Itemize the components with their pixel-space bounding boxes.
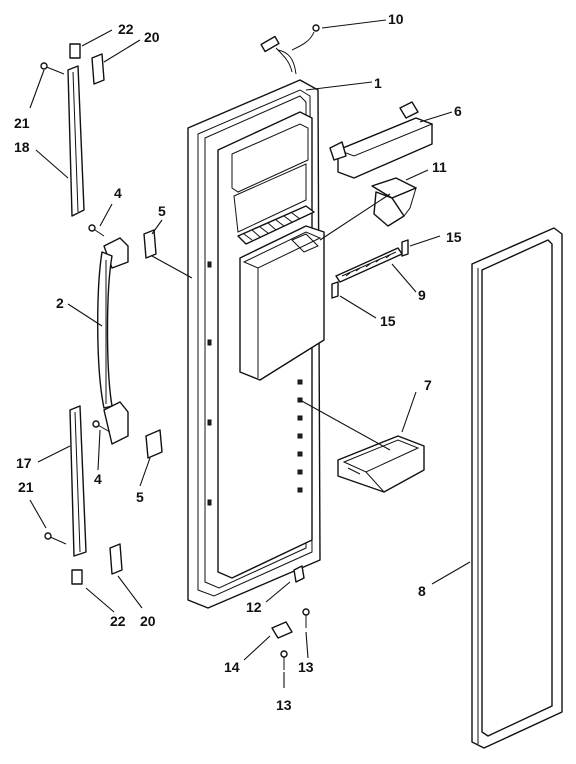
callout-8: 8 xyxy=(418,583,426,599)
callout-20-lower: 20 xyxy=(140,613,156,629)
screw-lower xyxy=(44,532,67,545)
callout-10: 10 xyxy=(388,11,404,27)
hinge-screw-bottom xyxy=(280,650,288,670)
door-handle xyxy=(97,237,129,445)
end-cap-lower xyxy=(109,543,123,575)
callout-labels: 10 1 6 11 15 9 15 7 8 22 20 21 18 4 5 2 … xyxy=(14,11,462,713)
callout-4-upper: 4 xyxy=(114,185,122,201)
callout-7: 7 xyxy=(424,377,432,393)
leader-lines xyxy=(29,19,471,688)
handle-screw-lower xyxy=(92,420,111,433)
callout-13-right: 13 xyxy=(298,659,314,675)
callout-17: 17 xyxy=(16,455,32,471)
callout-22-lower: 22 xyxy=(110,613,126,629)
hinge-pin xyxy=(293,565,305,583)
handle-trim-lower xyxy=(69,405,87,557)
callout-4-lower: 4 xyxy=(94,471,102,487)
rail-bracket-upper xyxy=(401,239,409,257)
callout-12: 12 xyxy=(246,599,262,615)
callout-20-upper: 20 xyxy=(144,29,160,45)
bin-mounting-holes xyxy=(297,379,303,493)
rail-bracket-lower xyxy=(331,281,339,299)
hinge-screw-right xyxy=(302,608,310,628)
callout-22-upper: 22 xyxy=(118,21,134,37)
end-cap-upper xyxy=(91,53,105,85)
door-bin xyxy=(337,435,425,493)
callout-9: 9 xyxy=(418,287,426,303)
handle-cover-lower xyxy=(145,429,163,459)
callout-11: 11 xyxy=(432,159,447,175)
wire-harness xyxy=(260,24,320,75)
callout-18: 18 xyxy=(14,139,30,155)
dispenser-grille xyxy=(237,205,315,245)
callout-5-upper: 5 xyxy=(158,203,166,219)
handle-cover-upper xyxy=(143,229,157,259)
callout-5-lower: 5 xyxy=(136,489,144,505)
clip-upper xyxy=(69,43,81,59)
screw-upper xyxy=(40,62,65,75)
door-assembly xyxy=(187,79,325,609)
clip-lower xyxy=(71,569,83,585)
callout-13-bottom: 13 xyxy=(276,697,292,713)
callout-21-upper: 21 xyxy=(14,115,30,131)
callout-6: 6 xyxy=(454,103,462,119)
callout-2: 2 xyxy=(56,295,64,311)
door-gasket xyxy=(471,227,563,749)
shelf-rail xyxy=(335,247,403,283)
handle-trim-upper xyxy=(67,65,85,217)
handle-screw-upper xyxy=(88,224,105,237)
callout-1: 1 xyxy=(374,75,382,91)
hinge-bracket xyxy=(271,621,293,639)
dispenser-housing xyxy=(239,225,325,381)
callout-14: 14 xyxy=(224,659,240,675)
ice-chute xyxy=(371,177,417,227)
door-shelf xyxy=(329,101,434,179)
callout-15-upper: 15 xyxy=(446,229,462,245)
callout-21-lower: 21 xyxy=(18,479,34,495)
callout-15-lower: 15 xyxy=(380,313,396,329)
